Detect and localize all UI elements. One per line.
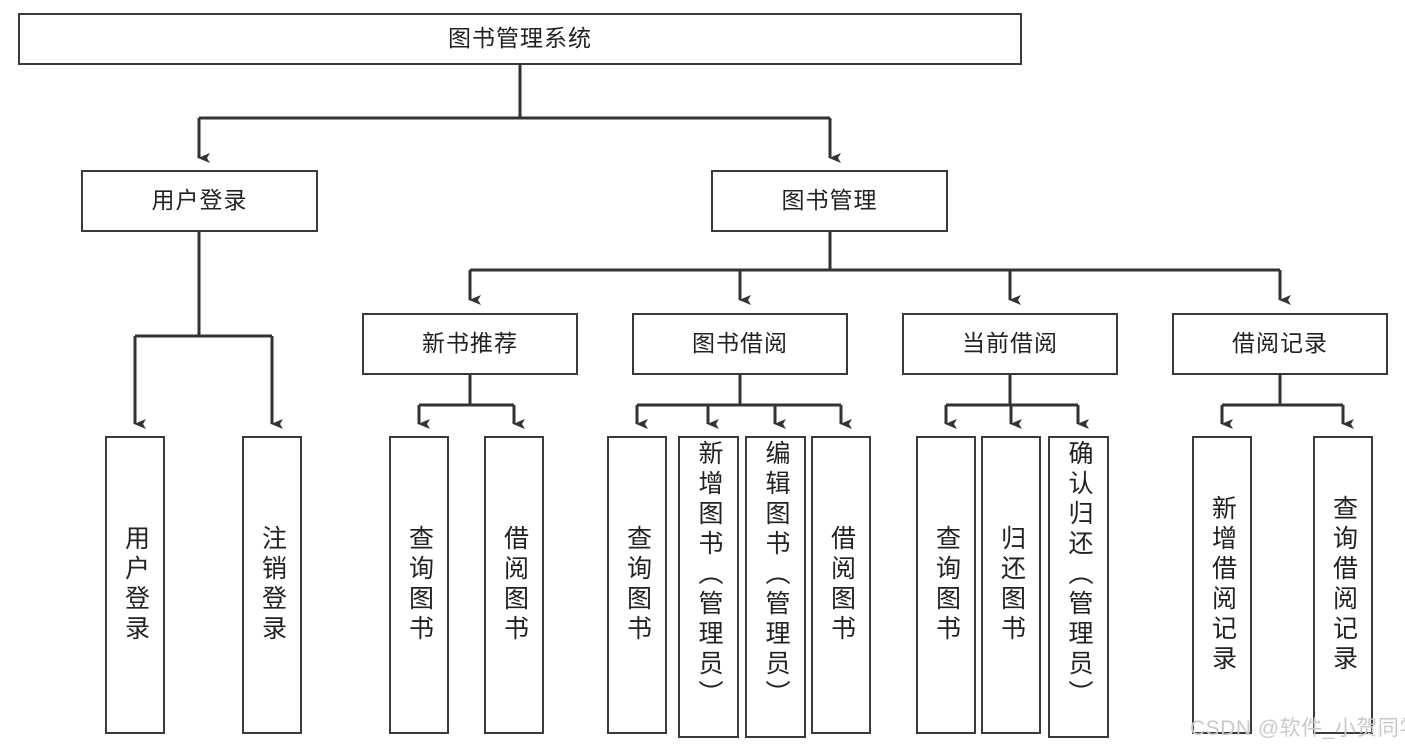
- node-current-borrow[interactable]: 当前借阅: [902, 313, 1118, 375]
- node-leaf-user-logout-label: 注销登录: [258, 525, 287, 645]
- node-leaf-query-book-3-label: 查询图书: [932, 525, 961, 645]
- node-leaf-edit-book[interactable]: 编辑图书（管理员）: [745, 436, 806, 738]
- node-book-borrow[interactable]: 图书借阅: [632, 313, 848, 375]
- node-current-borrow-label: 当前借阅: [962, 330, 1058, 357]
- node-leaf-borrow-book-2[interactable]: 借阅图书: [811, 436, 871, 734]
- node-leaf-add-record-label: 新增借阅记录: [1208, 495, 1237, 675]
- node-book-borrow-label: 图书借阅: [692, 330, 788, 357]
- node-book-management-label: 图书管理: [781, 187, 878, 214]
- node-leaf-query-book-1[interactable]: 查询图书: [389, 436, 449, 734]
- node-new-book-recommend[interactable]: 新书推荐: [362, 313, 578, 375]
- node-leaf-add-book-label: 新增图书（管理员）: [695, 440, 723, 710]
- node-leaf-query-book-2[interactable]: 查询图书: [607, 436, 667, 734]
- node-leaf-edit-book-label: 编辑图书（管理员）: [762, 440, 790, 710]
- node-leaf-confirm-return[interactable]: 确认归还（管理员）: [1048, 436, 1109, 738]
- node-leaf-user-logout[interactable]: 注销登录: [242, 436, 302, 734]
- node-root-label: 图书管理系统: [448, 25, 592, 52]
- node-leaf-user-login-label: 用户登录: [121, 525, 150, 645]
- node-root[interactable]: 图书管理系统: [18, 13, 1022, 65]
- node-leaf-borrow-book-1[interactable]: 借阅图书: [484, 436, 544, 734]
- node-leaf-query-book-3[interactable]: 查询图书: [916, 436, 976, 734]
- node-leaf-return-book-label: 归还图书: [997, 525, 1026, 645]
- csdn-watermark: CSDN @软件_小贺同学: [1190, 717, 1405, 740]
- node-leaf-add-book[interactable]: 新增图书（管理员）: [678, 436, 739, 738]
- node-leaf-borrow-book-2-label: 借阅图书: [827, 525, 856, 645]
- node-leaf-query-record[interactable]: 查询借阅记录: [1313, 436, 1373, 734]
- node-new-book-recommend-label: 新书推荐: [422, 330, 518, 357]
- node-leaf-return-book[interactable]: 归还图书: [981, 436, 1041, 734]
- node-leaf-query-book-2-label: 查询图书: [623, 525, 652, 645]
- node-borrow-record[interactable]: 借阅记录: [1172, 313, 1388, 375]
- node-borrow-record-label: 借阅记录: [1232, 330, 1328, 357]
- node-book-management[interactable]: 图书管理: [711, 170, 948, 232]
- node-leaf-query-book-1-label: 查询图书: [405, 525, 434, 645]
- node-leaf-add-record[interactable]: 新增借阅记录: [1192, 436, 1252, 734]
- node-leaf-query-record-label: 查询借阅记录: [1329, 495, 1358, 675]
- node-leaf-user-login[interactable]: 用户登录: [105, 436, 165, 734]
- node-user-login[interactable]: 用户登录: [81, 170, 318, 232]
- node-leaf-borrow-book-1-label: 借阅图书: [500, 525, 529, 645]
- node-leaf-confirm-return-label: 确认归还（管理员）: [1065, 440, 1093, 710]
- node-user-login-label: 用户登录: [151, 187, 248, 214]
